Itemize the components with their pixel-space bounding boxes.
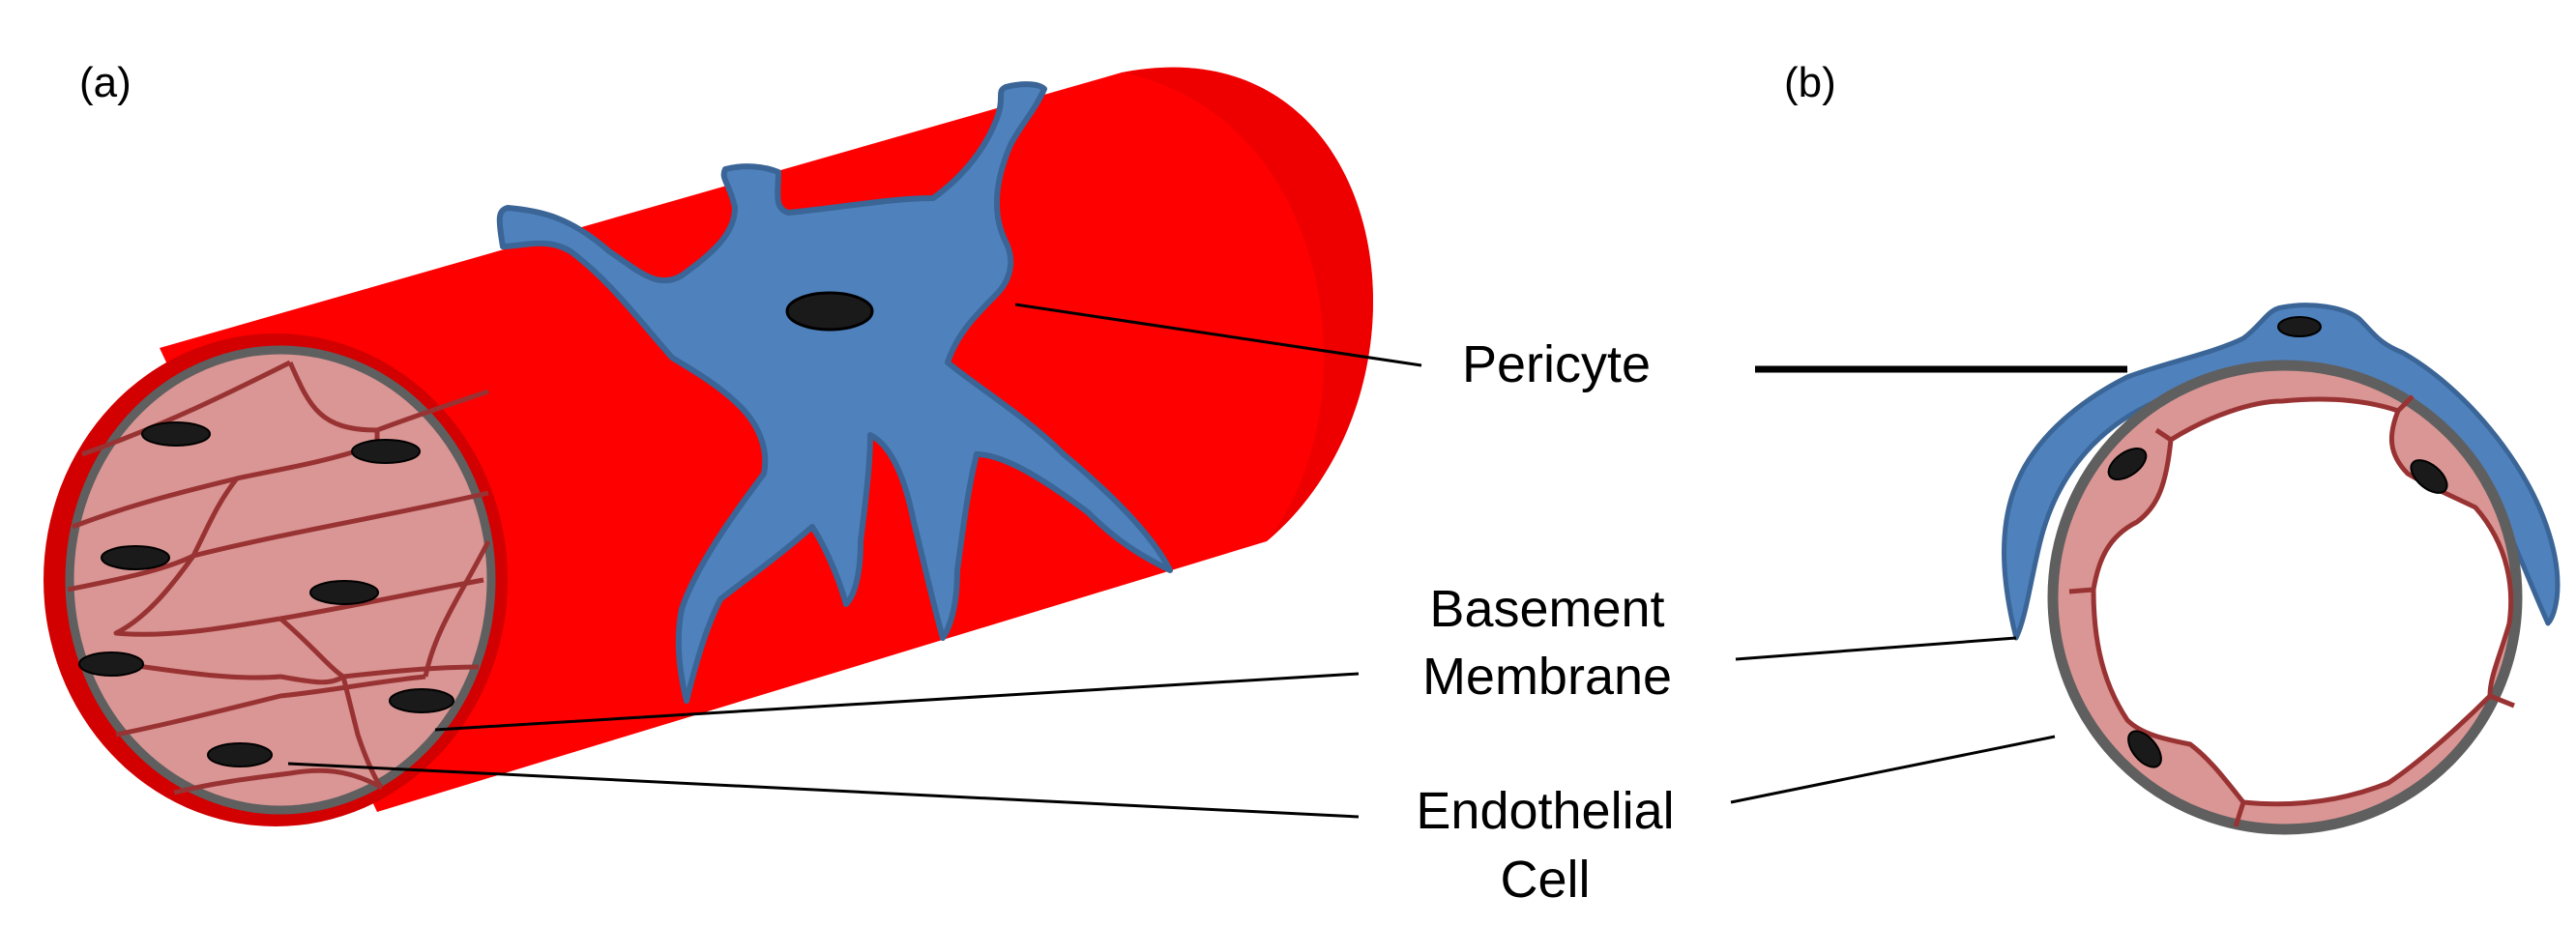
endothelial-nuclei (78, 421, 454, 767)
basement-leader-b (1735, 636, 2017, 661)
cross-section-cell-borders (2068, 394, 2515, 827)
pericyte-cell (496, 81, 1173, 704)
endothelial-leader-b (1730, 735, 2056, 804)
nucleus (2410, 459, 2448, 494)
endothelial-leader-a (287, 762, 1360, 819)
endothelial-cell-label-line2: Cell (1500, 851, 1590, 909)
vessel-end-shade (1122, 67, 1374, 542)
nucleus (141, 421, 211, 447)
nucleus (78, 651, 144, 677)
panel-label-b: (b) (1784, 59, 1836, 106)
pericyte-nucleus (2277, 316, 2322, 337)
basement-membrane-label-line1: Basement (1429, 580, 1664, 638)
panel-label-a: (a) (79, 59, 132, 106)
pericyte-label: Pericyte (1462, 335, 1651, 393)
nucleus (389, 688, 454, 713)
cross-section-nuclei (2107, 448, 2448, 768)
nucleus (101, 545, 170, 570)
pericyte-leader-a (1014, 303, 1422, 367)
basement-leader-a (434, 672, 1360, 732)
endothelial-cell-label-line1: Endothelial (1416, 782, 1674, 840)
vessel-lumen-face (65, 345, 496, 815)
lumen (2091, 396, 2514, 807)
nucleus (2107, 448, 2148, 480)
leader-lines (287, 303, 2127, 819)
pericyte-nucleus (785, 291, 874, 332)
nucleus (2127, 730, 2162, 768)
nucleus (351, 439, 421, 464)
nucleus (207, 742, 273, 767)
nucleus (309, 580, 379, 605)
basement-membrane-label-line2: Membrane (1422, 648, 1672, 706)
vessel-cross-section (2002, 303, 2561, 835)
pericyte-body (496, 81, 1173, 704)
